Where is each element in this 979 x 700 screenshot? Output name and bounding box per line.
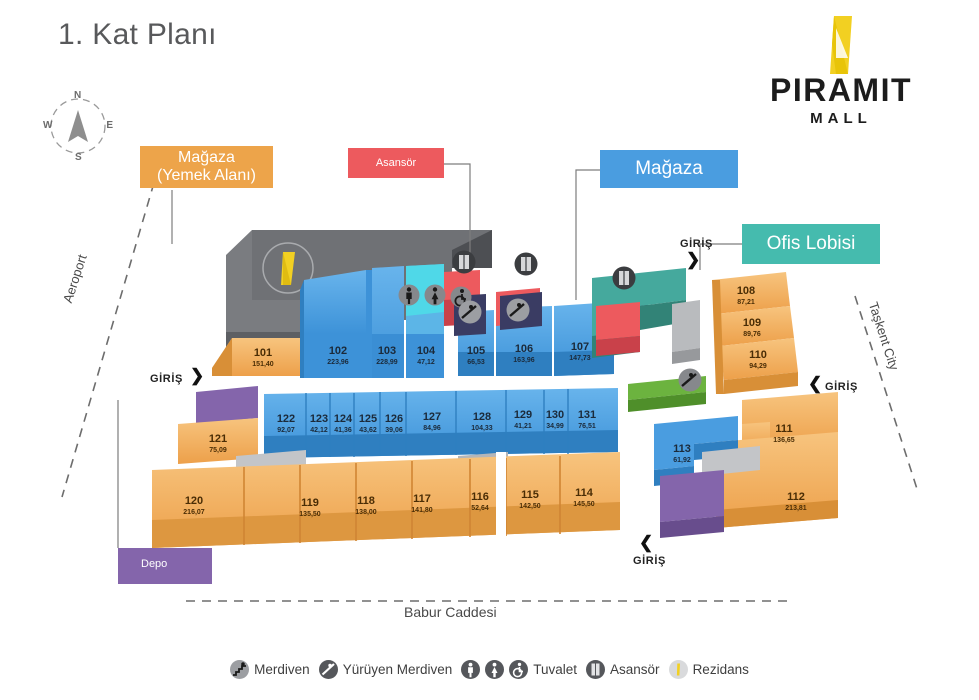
- legend-label-tuvalet: Tuvalet: [533, 661, 578, 677]
- unit-109-shape[interactable]: [716, 306, 794, 346]
- escalator-icon: [458, 300, 482, 329]
- entrance-south-label: GİRİŞ: [633, 555, 666, 567]
- women-toilet-icon: [424, 284, 446, 311]
- entrance-west-label: GİRİŞ: [150, 373, 183, 385]
- unit-104-shape[interactable]: [406, 264, 444, 378]
- key-box-food-line2: (Yemek Alanı): [156, 167, 256, 184]
- elevator-icon-3: [612, 266, 636, 295]
- depot-shape[interactable]: [118, 548, 212, 584]
- compass-rose: N E S W: [38, 86, 118, 166]
- men-toilet-icon: [461, 659, 481, 679]
- legend-item-tuvalet: Tuvalet: [461, 659, 578, 679]
- red-block-center: [596, 302, 640, 356]
- entrance-north-east-label: GİRİŞ: [680, 238, 713, 250]
- elevator-icon: [452, 250, 476, 279]
- road-label-babur: Babur Caddesi: [404, 604, 497, 620]
- grey-pad-east: [702, 446, 760, 476]
- key-box-office-lobby[interactable]: Ofis Lobisi: [742, 224, 880, 264]
- legend-label-yuruyen-merdiven: Yürüyen Merdiven: [342, 661, 453, 677]
- escalator-icon-2: [506, 298, 530, 327]
- escalator-icon-3: [678, 368, 702, 397]
- grey-block-east: [672, 300, 700, 364]
- legend-label-rezidans: Rezidans: [692, 661, 749, 677]
- unit-110-shape[interactable]: [712, 280, 798, 394]
- key-box-food-line1: Mağaza: [178, 148, 235, 166]
- unit-102-shape[interactable]: [300, 270, 372, 378]
- logo: PIRAMIT MALL: [756, 14, 926, 127]
- middle-row-blue: [264, 388, 618, 458]
- legend-label-asansor: Asansör: [610, 661, 660, 677]
- key-box-elevator[interactable]: Asansör: [348, 148, 444, 178]
- bottom-row-orange: [152, 452, 620, 548]
- stairs-icon: [230, 659, 250, 679]
- corridor-gap: [496, 452, 506, 540]
- entrance-east-label: GİRİŞ: [825, 381, 858, 393]
- legend-item-yuruyen-merdiven: Yürüyen Merdiven: [318, 659, 453, 679]
- unit-108-shape[interactable]: [712, 272, 790, 314]
- elevator-icon: [586, 659, 606, 679]
- compass-n: N: [74, 90, 82, 101]
- legend-item-rezidans: Rezidans: [668, 659, 749, 679]
- legend-label-merdiven: Merdiven: [254, 661, 310, 677]
- disabled-toilet-icon: [509, 659, 529, 679]
- unit-121-shape[interactable]: [178, 386, 258, 464]
- residence-icon: [668, 659, 688, 679]
- depot-label: Depo: [141, 558, 168, 570]
- legend-bar: Merdiven Yürüyen Merdiven Tuvalet Asansö…: [0, 652, 979, 686]
- entrance-west-chevron-icon: ❯: [190, 366, 205, 385]
- unit-103-shape[interactable]: [372, 266, 404, 378]
- key-box-shop[interactable]: Mağaza: [600, 150, 738, 188]
- elevator-icon-2: [514, 252, 538, 281]
- men-toilet-icon: [398, 284, 420, 311]
- page-title: 1. Kat Planı: [58, 18, 217, 51]
- compass-s: S: [75, 152, 82, 163]
- entrance-north-east-chevron-icon: ❯: [686, 250, 701, 269]
- key-box-food[interactable]: Mağaza (Yemek Alanı): [140, 146, 273, 188]
- logo-sub: MALL: [810, 110, 872, 127]
- purple-block-east: [660, 470, 724, 538]
- compass-w: W: [43, 120, 53, 131]
- legend-item-merdiven: Merdiven: [230, 659, 310, 679]
- entrance-south-chevron-icon: ❮: [639, 533, 654, 552]
- compass-e: E: [106, 120, 113, 131]
- escalator-icon: [318, 659, 338, 679]
- entrance-east-chevron-icon: ❮: [808, 374, 823, 393]
- women-toilet-icon: [485, 659, 505, 679]
- road-lines: [61, 151, 919, 602]
- logo-name: PIRAMIT: [769, 72, 913, 108]
- unit-101-shape[interactable]: [212, 338, 302, 376]
- pyramid-icon: [756, 14, 926, 76]
- leader-lines: [117, 163, 742, 548]
- legend-item-asansor: Asansör: [586, 659, 660, 679]
